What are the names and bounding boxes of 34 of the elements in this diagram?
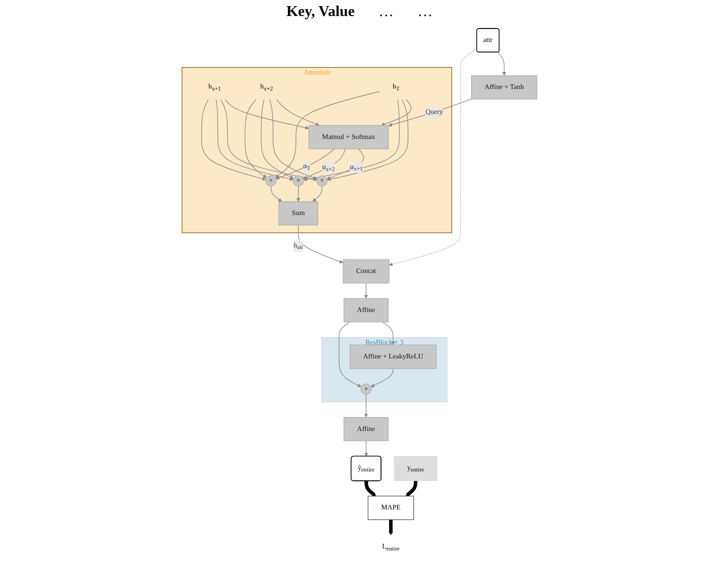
arrow — [388, 98, 472, 127]
arrow — [388, 48, 478, 266]
arrow — [364, 394, 368, 418]
arrow — [338, 322, 362, 388]
arrow — [298, 224, 344, 264]
arrow — [269, 99, 318, 180]
arrow — [326, 99, 408, 181]
arrow — [326, 148, 364, 180]
arrow — [224, 99, 310, 130]
arrow — [498, 52, 506, 76]
arrow — [382, 322, 396, 346]
arrow — [406, 480, 418, 496]
key-value-label: Key, Value — [286, 4, 355, 21]
ellipsis-label: … — [418, 4, 433, 21]
arrow — [364, 440, 368, 457]
arrow — [201, 99, 266, 181]
arrow — [364, 282, 368, 299]
arrow — [216, 99, 294, 181]
arrow — [302, 148, 346, 180]
arrow — [381, 99, 412, 126]
arrow — [370, 368, 394, 388]
arrow — [296, 186, 300, 202]
arrow — [312, 186, 322, 202]
arrow — [276, 99, 320, 126]
arrow — [260, 99, 294, 179]
arrow — [276, 148, 335, 180]
arrow — [364, 480, 376, 496]
ellipsis-label: … — [378, 4, 394, 21]
arrow — [220, 99, 317, 182]
arrow — [275, 91, 380, 178]
arrow — [270, 186, 282, 202]
arrow — [388, 519, 393, 536]
arrow — [303, 99, 400, 182]
arrow — [244, 99, 267, 178]
